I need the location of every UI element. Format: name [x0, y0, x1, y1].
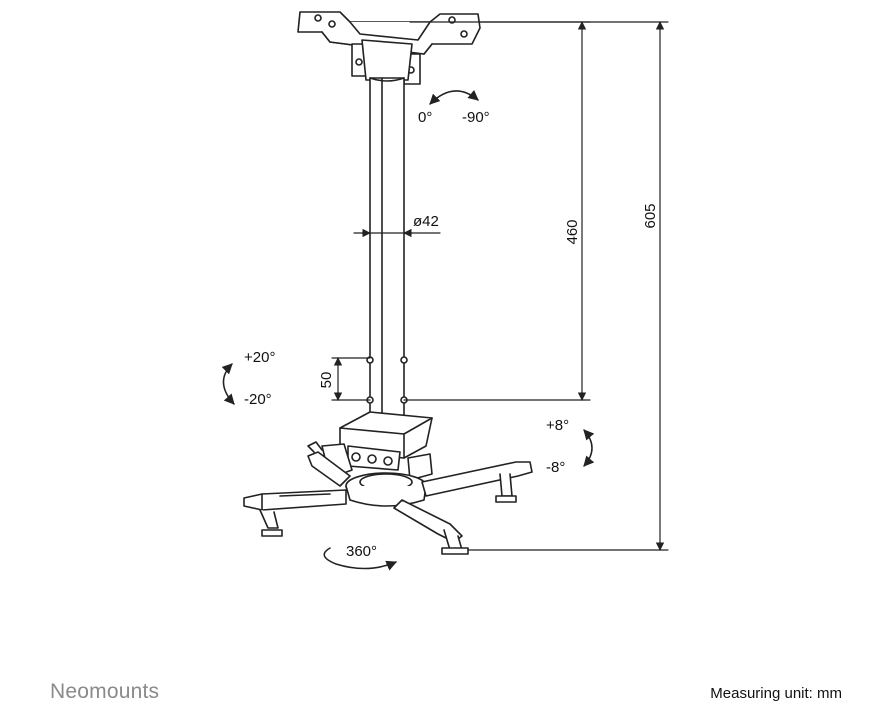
dimension-label-460: 460 [564, 219, 581, 244]
rotation-arrows [221, 89, 595, 571]
swivel-plus-label: +8° [546, 417, 569, 434]
swivel-arrow [583, 429, 595, 467]
tilt-minus-label: -20° [244, 391, 272, 408]
tilt-arrow [221, 363, 235, 405]
extension-pole [366, 77, 408, 419]
tilt-head [321, 411, 433, 481]
pivot-rotation-arrow [429, 89, 479, 105]
rotation-hub [345, 472, 427, 507]
rotation-label-minus90: -90° [462, 109, 490, 126]
dimension-lines [331, 21, 669, 551]
rotation-360-arrow [323, 547, 397, 571]
dimension-label-50: 50 [318, 372, 335, 389]
rotation-360-label: 360° [346, 543, 377, 560]
brand-logo: Neomounts [50, 680, 160, 703]
diameter-label: ø42 [413, 213, 439, 230]
tilt-plus-label: +20° [244, 349, 275, 366]
projector-arms [243, 441, 533, 555]
dimension-label-605: 605 [642, 203, 659, 228]
swivel-minus-label: -8° [546, 459, 565, 476]
ceiling-plate [297, 11, 481, 85]
measuring-unit: Measuring unit: mm [710, 685, 842, 702]
rotation-label-0: 0° [418, 109, 432, 126]
